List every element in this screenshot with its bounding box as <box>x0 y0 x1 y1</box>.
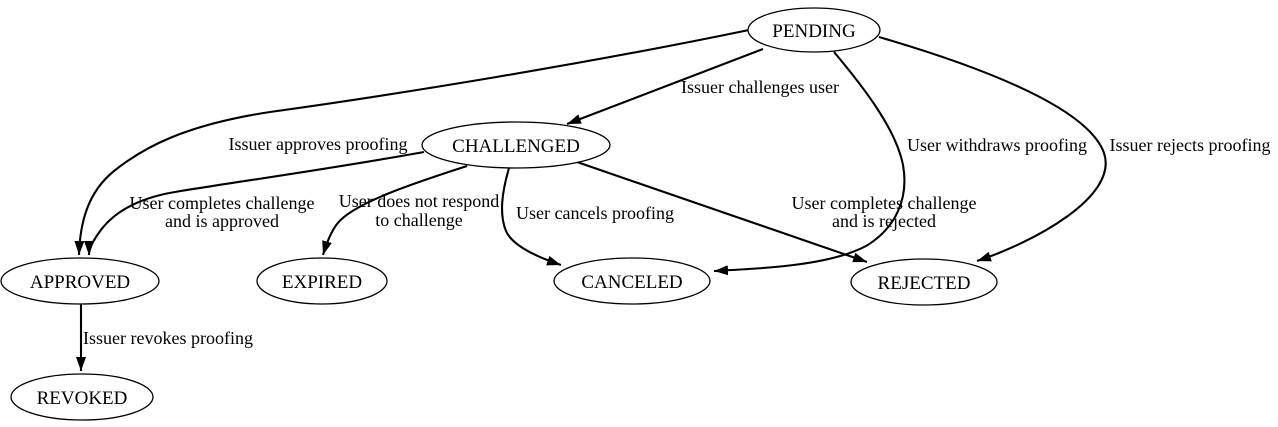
node-revoked: REVOKED <box>10 373 154 421</box>
edge-label-issuer-challenges-user: Issuer challenges user <box>681 77 839 97</box>
node-revoked-label: REVOKED <box>37 388 128 409</box>
node-pending: PENDING <box>747 7 881 53</box>
edge-label-user-completes-challenge-rejected-line1: User completes challenge <box>792 193 977 213</box>
node-challenged-ellipse <box>421 121 611 169</box>
edge-labels: Issuer challenges user Issuer approves p… <box>83 77 1270 348</box>
node-expired: EXPIRED <box>256 257 388 305</box>
edge-challenged-canceled <box>501 167 562 266</box>
node-challenged: CHALLENGED <box>421 121 611 169</box>
node-canceled: CANCELED <box>553 257 711 305</box>
edge-challenged-expired <box>321 165 468 256</box>
node-canceled-ellipse <box>553 257 711 305</box>
edge-label-user-does-not-respond-line1: User does not respond <box>339 191 499 211</box>
edge-label-user-cancels-proofing: User cancels proofing <box>516 203 674 223</box>
node-pending-label: PENDING <box>772 21 856 42</box>
node-expired-label: EXPIRED <box>282 272 362 293</box>
node-expired-ellipse <box>256 257 388 305</box>
edge-label-user-does-not-respond-line2: to challenge <box>375 210 462 230</box>
edge-pending-approved <box>74 28 750 256</box>
node-approved-ellipse <box>0 257 160 305</box>
edge-pending-challenged <box>566 48 764 125</box>
node-rejected-ellipse <box>850 258 998 306</box>
edge-label-user-completes-challenge-approved-line1: User completes challenge <box>130 193 315 213</box>
edge-pending-rejected <box>878 35 1107 262</box>
node-challenged-label: CHALLENGED <box>452 136 580 157</box>
edge-label-issuer-revokes-proofing: Issuer revokes proofing <box>83 328 253 348</box>
nodes: PENDING CHALLENGED APPROVED EXPIRED CANC… <box>0 7 998 421</box>
edge-label-issuer-rejects-proofing: Issuer rejects proofing <box>1110 135 1271 155</box>
edges <box>74 28 1107 371</box>
node-pending-ellipse <box>747 7 881 53</box>
node-approved-label: APPROVED <box>30 272 130 293</box>
node-rejected-label: REJECTED <box>878 273 971 294</box>
edge-label-issuer-approves-proofing: Issuer approves proofing <box>229 134 408 154</box>
node-revoked-ellipse <box>10 373 154 421</box>
edge-label-user-completes-challenge-approved-line2: and is approved <box>165 211 279 231</box>
edge-label-user-completes-challenge-rejected-line2: and is rejected <box>832 211 936 231</box>
node-canceled-label: CANCELED <box>581 272 682 293</box>
edge-challenged-approved <box>84 150 425 256</box>
node-rejected: REJECTED <box>850 258 998 306</box>
edge-pending-canceled <box>713 51 906 276</box>
node-approved: APPROVED <box>0 257 160 305</box>
edge-challenged-rejected <box>576 161 868 263</box>
edge-label-user-withdraws-proofing: User withdraws proofing <box>907 135 1087 155</box>
